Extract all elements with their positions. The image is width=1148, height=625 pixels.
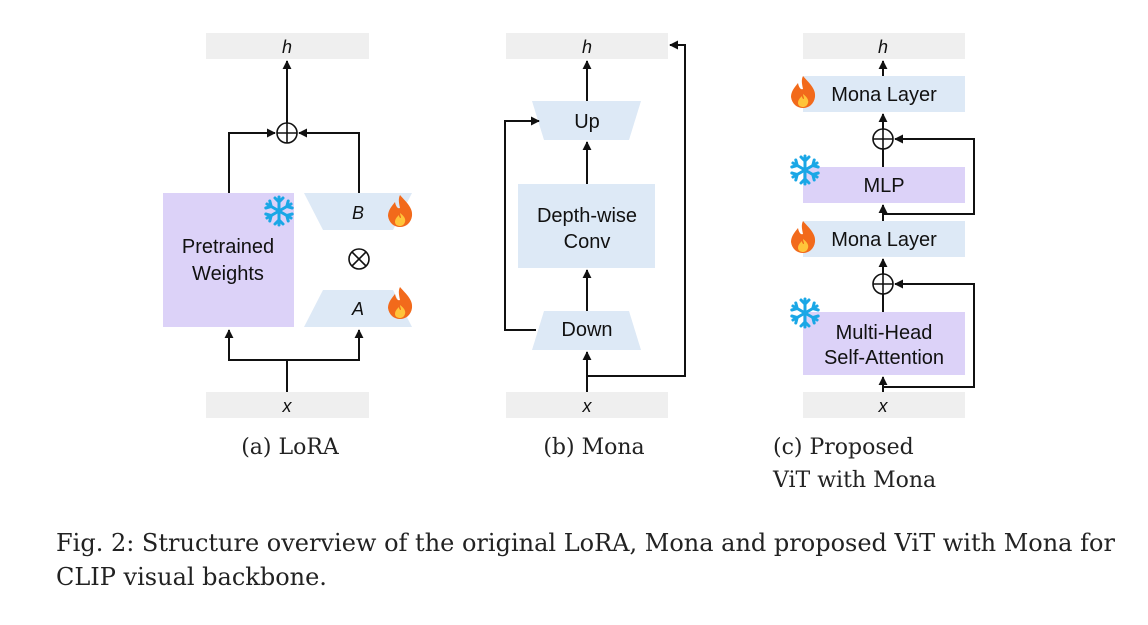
mona-panel: h Up Depth-wise Conv Down x (b) Mona bbox=[504, 33, 686, 460]
mona-up-projection-block bbox=[532, 101, 641, 140]
lora-subcaption: (a) LoRA bbox=[241, 435, 340, 460]
lora-input-label: x bbox=[282, 396, 293, 416]
mona-input-bar bbox=[506, 392, 668, 418]
vit-mona-layer-bottom-label: Mona Layer bbox=[831, 229, 937, 251]
vit-input-bar bbox=[803, 392, 965, 418]
lora-b-label: B bbox=[352, 203, 364, 223]
vit-subcaption-line1: (c) Proposed bbox=[773, 435, 914, 460]
circled-plus-icon bbox=[276, 122, 298, 144]
lora-output-bar bbox=[206, 33, 369, 59]
vit-mona-layer-bottom-block bbox=[803, 221, 965, 257]
vit-output-bar bbox=[803, 33, 965, 59]
lora-a-matrix-block bbox=[304, 290, 412, 327]
vit-mhsa-block bbox=[803, 312, 965, 375]
lora-arrows bbox=[224, 60, 364, 392]
vit-output-label: h bbox=[878, 37, 888, 57]
lora-a-label: A bbox=[351, 299, 364, 319]
vit-mona-layer-top-label: Mona Layer bbox=[831, 84, 937, 106]
figure-caption: Fig. 2: Structure overview of the origin… bbox=[56, 529, 1115, 591]
vit-input-label: x bbox=[878, 396, 889, 416]
mona-down-label: Down bbox=[561, 319, 612, 341]
mona-output-label: h bbox=[582, 37, 592, 57]
mona-subcaption: (b) Mona bbox=[543, 435, 644, 460]
mona-input-label: x bbox=[582, 396, 593, 416]
vit-mona-layer-top-block bbox=[803, 76, 965, 112]
circled-plus-icon bbox=[872, 273, 894, 295]
vit-subcaption-line2: ViT with Mona bbox=[772, 468, 936, 493]
vit-mlp-label: MLP bbox=[863, 175, 904, 197]
mona-conv-label-line1: Depth-wise bbox=[537, 205, 637, 227]
vit-mhsa-label-line2: Self-Attention bbox=[824, 347, 944, 369]
lora-output-label: h bbox=[282, 37, 292, 57]
lora-panel: h Pretrained Weights B A bbox=[163, 33, 413, 460]
mona-arrows bbox=[504, 40, 686, 392]
vit-mlp-block bbox=[803, 167, 965, 203]
circled-plus-icon bbox=[872, 128, 894, 150]
mona-down-projection-block bbox=[532, 311, 641, 350]
vit-panel: h Mona Layer MLP Mona Layer Multi-Head S… bbox=[772, 33, 975, 493]
mona-depthwise-conv-block bbox=[518, 184, 655, 268]
vit-mhsa-label-line1: Multi-Head bbox=[836, 322, 933, 344]
lora-b-matrix-block bbox=[304, 193, 412, 230]
circled-times-icon bbox=[348, 248, 370, 270]
mona-conv-label-line2: Conv bbox=[564, 231, 611, 253]
vit-arrows bbox=[878, 60, 975, 392]
lora-pretrained-label-line1: Pretrained bbox=[182, 236, 274, 258]
mona-output-bar bbox=[506, 33, 668, 59]
mona-up-label: Up bbox=[574, 111, 600, 133]
lora-pretrained-label-line2: Weights bbox=[192, 263, 264, 285]
lora-input-bar bbox=[206, 392, 369, 418]
